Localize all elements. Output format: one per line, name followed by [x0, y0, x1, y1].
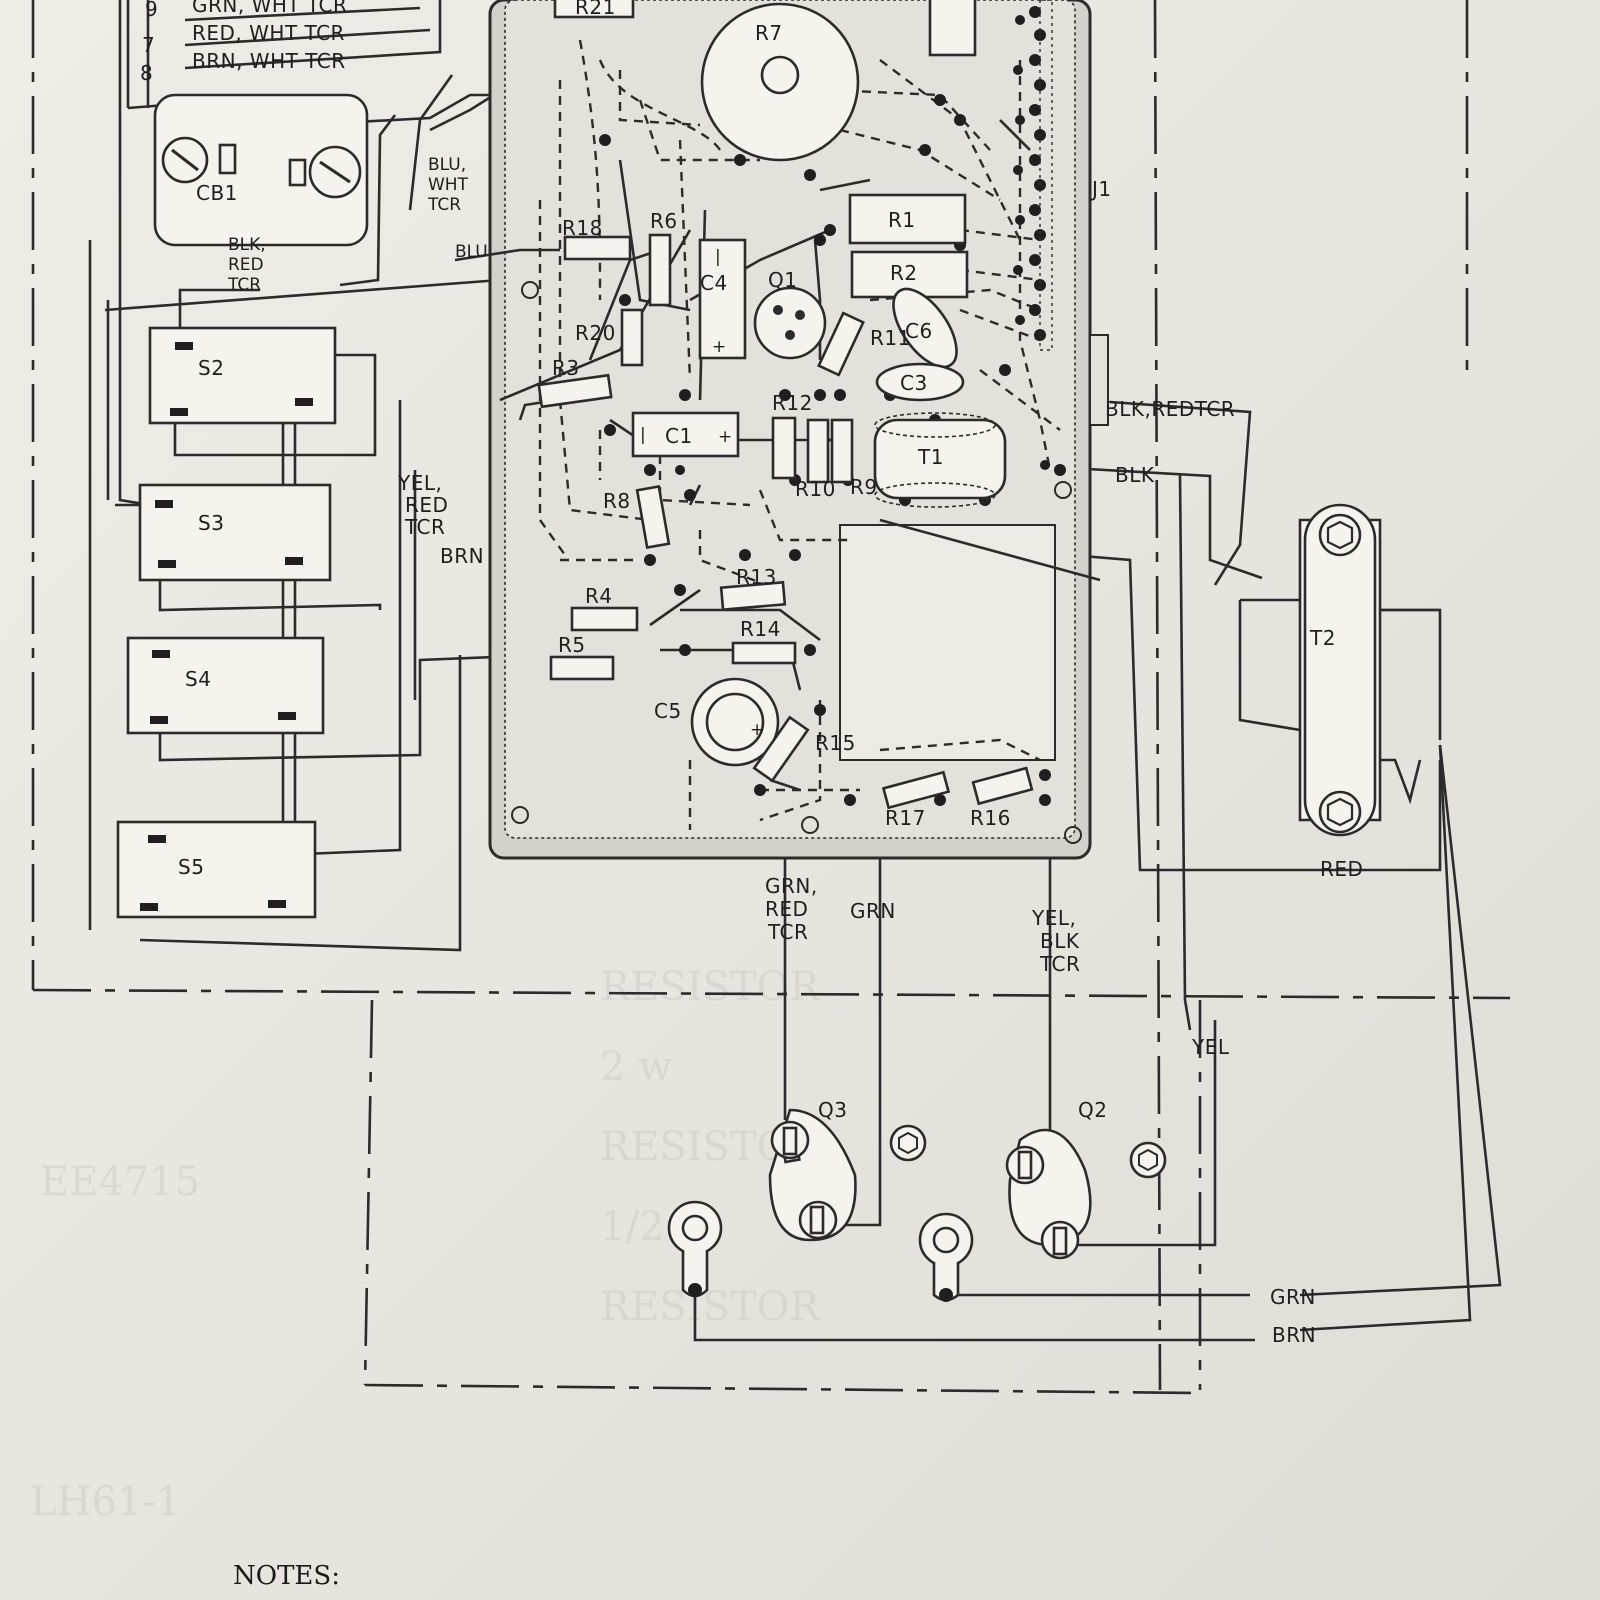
label-r6: R6	[650, 209, 678, 233]
svg-text:LH61-1: LH61-1	[30, 1479, 181, 1525]
label-red: RED	[1320, 857, 1363, 881]
label-r8: R8	[603, 489, 631, 513]
label-s5: S5	[178, 855, 204, 879]
label-brn-bottom: BRN	[1272, 1323, 1316, 1347]
label-c6: C6	[905, 319, 933, 343]
label-grn-red-1: GRN,	[765, 874, 818, 898]
wire-list-pin-8: 8	[140, 61, 153, 85]
label-j1: J1	[1090, 177, 1112, 201]
label-grn-mid: GRN	[850, 899, 896, 923]
label-r9: R9	[850, 475, 878, 499]
label-t1: T1	[917, 445, 944, 469]
label-r15: R15	[815, 731, 856, 755]
svg-text:2 w: 2 w	[600, 1044, 672, 1090]
label-yel-blk-1: YEL,	[1031, 906, 1076, 930]
label-r16: R16	[970, 806, 1011, 830]
label-r13: R13	[736, 565, 777, 589]
pcb-components: | + | +	[537, 0, 1053, 810]
label-blu: BLU	[455, 242, 488, 262]
label-yel-blk-3: TCR	[1039, 952, 1080, 976]
label-blu-wht-3: TCR	[427, 195, 461, 215]
label-blk-red-2: RED	[228, 255, 264, 275]
wire-labels: BLU, WHT TCR BLU BLK, RED TCR YEL, RED T…	[227, 155, 1363, 1347]
label-r12: R12	[772, 391, 813, 415]
label-blk-redtcr: BLK,REDTCR	[1105, 397, 1235, 421]
label-grn-red-3: TCR	[767, 920, 808, 944]
off-board-parts	[116, 93, 1440, 1302]
svg-text:+: +	[712, 337, 726, 357]
label-s3: S3	[198, 511, 224, 535]
wire-list-pin-7: 7	[142, 33, 155, 57]
svg-text:|: |	[715, 247, 721, 267]
label-r18: R18	[562, 216, 603, 240]
label-q1: Q1	[768, 268, 797, 292]
label-t2: T2	[1309, 626, 1336, 650]
label-cb1: CB1	[196, 181, 238, 205]
label-c4: C4	[700, 271, 728, 295]
label-r3: R3	[552, 356, 580, 380]
label-r11: R11	[870, 326, 911, 350]
wire-list-color-8: BRN, WHT TCR	[192, 49, 346, 73]
label-yel-red-2: RED	[405, 493, 448, 517]
label-yel-red-1: YEL,	[397, 471, 442, 495]
svg-text:+: +	[718, 427, 732, 447]
notes-heading: NOTES:	[233, 1561, 340, 1591]
label-blk: BLK	[1115, 463, 1155, 487]
label-r17: R17	[885, 806, 926, 830]
svg-text:RESISTOR: RESISTOR	[600, 964, 821, 1010]
wire-list-color-9: GRN, WHT TCR	[192, 0, 347, 17]
label-r10: R10	[795, 477, 836, 501]
label-r5: R5	[558, 633, 586, 657]
label-blu-wht-2: WHT	[428, 175, 469, 195]
label-grn-red-2: RED	[765, 897, 808, 921]
svg-text:RESISTOR: RESISTOR	[600, 1284, 821, 1330]
label-r14: R14	[740, 617, 781, 641]
label-r20: R20	[575, 321, 616, 345]
svg-text:EE4715: EE4715	[40, 1159, 200, 1205]
wire-list-pin-9: 9	[145, 0, 158, 21]
label-r4: R4	[585, 584, 613, 608]
label-r1: R1	[888, 208, 916, 232]
label-q2: Q2	[1078, 1098, 1107, 1122]
component-labels: R21 R7 R1 R2 R18 R6 C4 Q1 R11 C6 C3 R20 …	[178, 0, 1336, 1122]
svg-text:|: |	[640, 425, 646, 445]
label-grn-bottom: GRN	[1270, 1285, 1316, 1309]
label-s2: S2	[198, 356, 224, 380]
label-brn-left: BRN	[440, 544, 484, 568]
label-blk-red-3: TCR	[227, 275, 261, 295]
label-blu-wht-1: BLU,	[428, 155, 466, 175]
svg-text:+: +	[750, 720, 764, 740]
label-s4: S4	[185, 667, 211, 691]
label-yel-red-3: TCR	[404, 515, 445, 539]
label-r7: R7	[755, 21, 783, 45]
label-yel-blk-2: BLK	[1040, 929, 1080, 953]
label-r2: R2	[890, 261, 918, 285]
wire-color-list: 9 GRN, WHT TCR 7 RED, WHT TCR 8 BRN, WHT…	[140, 0, 347, 85]
label-c1: C1	[665, 424, 693, 448]
label-r21: R21	[575, 0, 616, 19]
label-c3: C3	[900, 371, 928, 395]
label-yel: YEL	[1191, 1035, 1230, 1059]
label-blk-red-1: BLK,	[228, 235, 266, 255]
label-q3: Q3	[818, 1098, 847, 1122]
label-c5: C5	[654, 699, 682, 723]
wire-list-color-7: RED, WHT TCR	[192, 21, 345, 45]
